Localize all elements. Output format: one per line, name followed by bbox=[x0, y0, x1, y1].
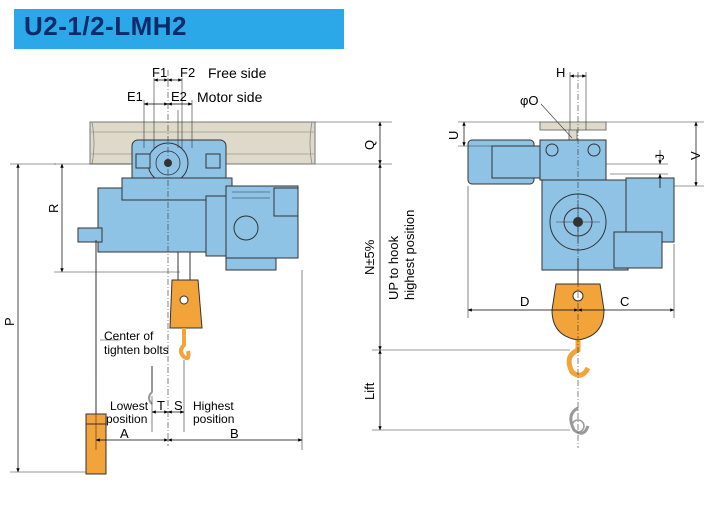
side-view: H φO U V J N±5% UP to hook highest posit… bbox=[362, 65, 704, 448]
label-e2: E2 bbox=[171, 89, 187, 104]
front-view: F1 F2 Free side E1 E2 Motor side Q R P C… bbox=[2, 65, 392, 475]
label-v: V bbox=[688, 151, 703, 160]
label-phi-o: φO bbox=[520, 93, 539, 108]
label-n5: N±5% bbox=[362, 239, 377, 275]
label-q: Q bbox=[362, 140, 377, 150]
label-u: U bbox=[446, 131, 461, 140]
label-free-side: Free side bbox=[208, 65, 267, 81]
label-c: C bbox=[620, 294, 629, 309]
label-f2: F2 bbox=[180, 65, 195, 80]
label-lowest-2: position bbox=[106, 412, 147, 426]
label-t: T bbox=[157, 398, 165, 413]
label-r: R bbox=[46, 204, 61, 213]
label-f1: F1 bbox=[152, 65, 167, 80]
page-title: U2-1/2-LMH2 bbox=[24, 11, 187, 41]
title-bar bbox=[14, 9, 344, 49]
label-lift: Lift bbox=[362, 382, 377, 400]
label-motor-side: Motor side bbox=[197, 89, 263, 105]
label-lowest-1: Lowest bbox=[110, 399, 149, 413]
label-d: D bbox=[520, 294, 529, 309]
label-up-hook-1: UP to hook bbox=[386, 235, 401, 300]
side-motor-right bbox=[625, 177, 675, 243]
label-a: A bbox=[120, 426, 129, 441]
label-j: J bbox=[653, 154, 667, 160]
label-p: P bbox=[2, 317, 17, 326]
label-b: B bbox=[230, 426, 239, 441]
label-center-tighten-2: tighten bolts bbox=[104, 343, 169, 357]
label-highest-1: Highest bbox=[193, 399, 234, 413]
label-up-hook-2: highest position bbox=[402, 210, 417, 300]
label-center-tighten-1: Center of bbox=[104, 329, 154, 343]
label-highest-2: position bbox=[193, 412, 234, 426]
label-s: S bbox=[174, 398, 183, 413]
label-h: H bbox=[556, 65, 565, 80]
label-e1: E1 bbox=[127, 89, 143, 104]
